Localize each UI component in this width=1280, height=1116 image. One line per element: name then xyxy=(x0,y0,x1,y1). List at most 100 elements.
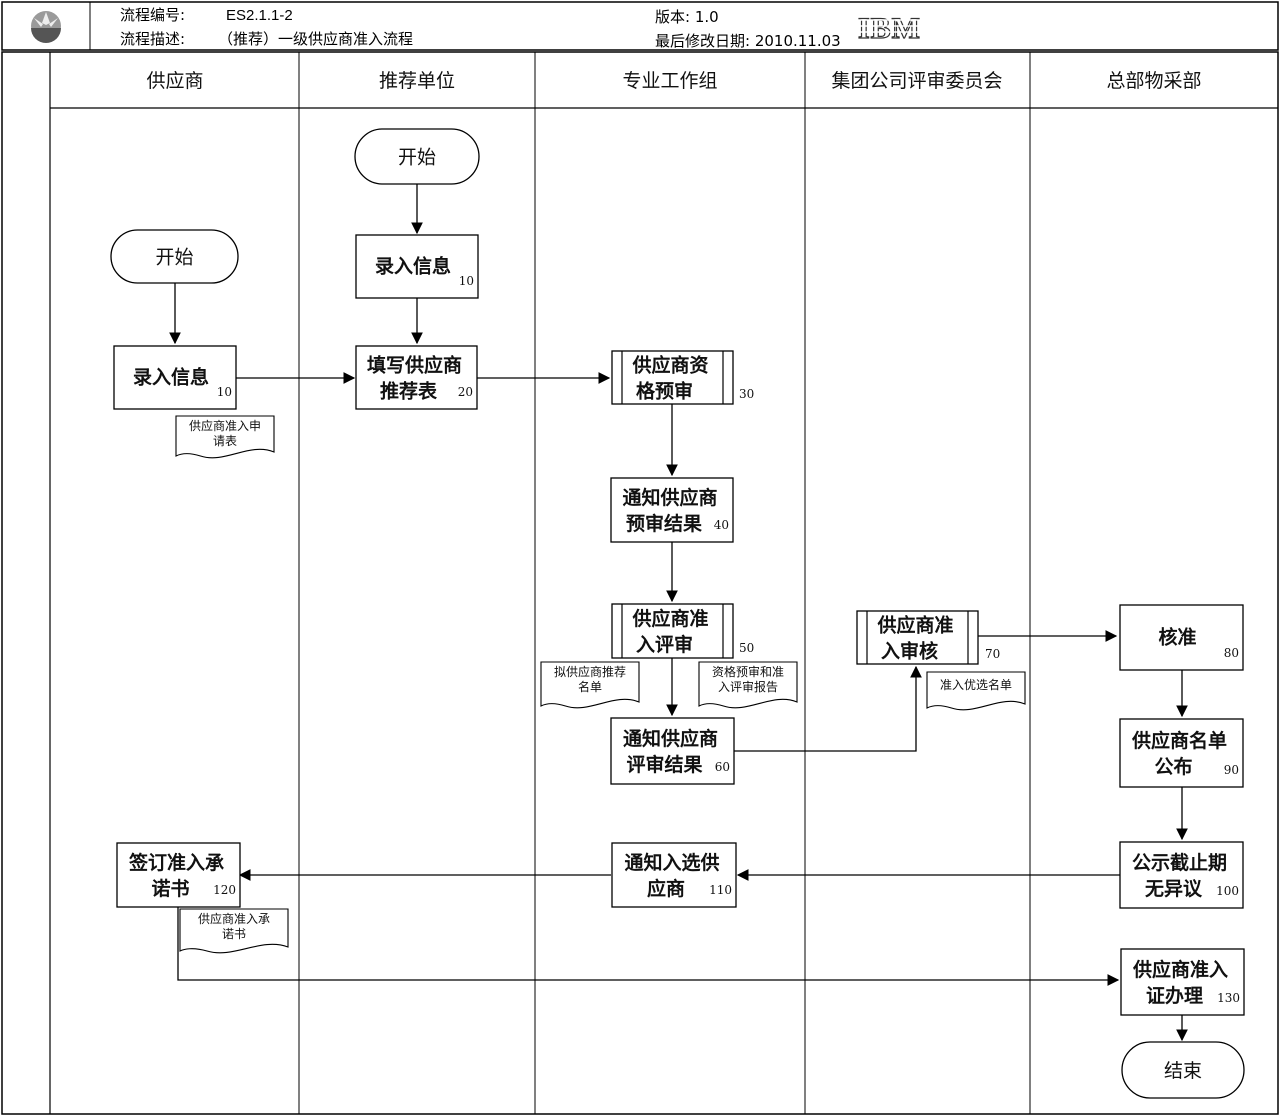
step-label-line1: 录入信息 xyxy=(133,366,209,389)
step-number: 90 xyxy=(1224,763,1239,777)
step-label-line2: 无异议 xyxy=(1145,878,1203,900)
step-number: 10 xyxy=(459,274,474,288)
step-label-line1: 供应商名单 xyxy=(1131,729,1227,752)
brand-logo-text: IBM xyxy=(858,12,921,45)
document-label-line1: 供应商准入申 xyxy=(189,418,261,433)
step-number: 10 xyxy=(217,385,232,399)
step-label-line2: 入审核 xyxy=(881,640,938,663)
terminal-label: 开始 xyxy=(398,147,436,169)
step-label-line1: 公示截止期 xyxy=(1132,851,1227,874)
step-label-line1: 核准 xyxy=(1158,626,1196,649)
document-label-line2: 入评审报告 xyxy=(718,679,778,694)
step-label-line1: 供应商准 xyxy=(631,607,708,630)
step-box xyxy=(116,842,241,908)
step-label-line2: 应商 xyxy=(647,877,685,900)
step-number: 40 xyxy=(714,518,729,532)
step-number: 50 xyxy=(739,641,754,655)
document-label-line1: 准入优选名单 xyxy=(940,677,1012,692)
step-label-line1: 通知供应商 xyxy=(622,486,717,509)
step-box xyxy=(355,234,479,299)
step-number: 110 xyxy=(709,883,732,897)
step-label-line1: 供应商准入 xyxy=(1132,958,1228,981)
step-box xyxy=(611,603,734,659)
step-number: 120 xyxy=(213,883,236,897)
company-logo xyxy=(31,11,61,43)
document-label-line2: 名单 xyxy=(578,679,602,694)
step-label-line1: 签订准入承 xyxy=(128,851,224,874)
step-number: 60 xyxy=(715,760,730,774)
step-label-line2: 格预审 xyxy=(636,380,693,403)
document-d4: 准入优选名单 xyxy=(926,671,1026,711)
step-label-line1: 录入信息 xyxy=(375,255,451,278)
terminal-label: 开始 xyxy=(155,247,193,269)
step-label-line2: 公布 xyxy=(1154,755,1192,778)
step-label-line1: 填写供应商 xyxy=(367,354,462,377)
step-box xyxy=(1119,604,1244,671)
step-number: 100 xyxy=(1216,884,1239,898)
step-number: 20 xyxy=(458,385,473,399)
document-label-line1: 供应商准入承 xyxy=(198,911,270,926)
step-label-line1: 通知入选供 xyxy=(624,851,719,874)
step-number: 130 xyxy=(1217,991,1240,1005)
step-label-line2: 入评审 xyxy=(636,633,693,656)
step-box xyxy=(610,717,735,785)
step-box xyxy=(113,345,237,410)
swimlane-frame xyxy=(1,51,1279,1115)
brand-logo: IBM xyxy=(857,11,921,45)
process-desc-label: 流程描述: xyxy=(120,30,185,48)
step-label-line2: 预审结果 xyxy=(626,512,702,535)
lane-title-3: 集团公司评审委员会 xyxy=(831,70,1002,92)
terminal-t2: 开始 xyxy=(354,128,480,185)
step-box xyxy=(1120,948,1245,1016)
step-box xyxy=(1119,841,1244,909)
terminal-label: 结束 xyxy=(1164,1060,1202,1082)
lane-titles: 供应商 推荐单位 专业工作组 集团公司评审委员会 总部物采部 xyxy=(146,70,1201,92)
process-code-value: ES2.1.1-2 xyxy=(226,7,293,24)
version-label: 版本: 1.0 xyxy=(655,8,719,26)
step-label-line1: 供应商准 xyxy=(876,614,953,637)
lane-title-1: 推荐单位 xyxy=(379,70,455,92)
step-box xyxy=(856,610,979,665)
lane-title-2: 专业工作组 xyxy=(622,70,717,92)
step-label-line2: 评审结果 xyxy=(626,753,702,776)
process-desc-value: （推荐）一级供应商准入流程 xyxy=(218,30,413,48)
lane-title-4: 总部物采部 xyxy=(1106,70,1201,92)
process-code-label: 流程编号: xyxy=(120,6,185,24)
step-box xyxy=(610,477,734,543)
document-label-line2: 诺书 xyxy=(222,927,246,941)
step-number: 30 xyxy=(739,387,754,401)
terminal-t3: 结束 xyxy=(1121,1041,1245,1099)
step-label-line1: 通知供应商 xyxy=(623,727,718,750)
document-label-line1: 拟供应商推荐 xyxy=(554,664,626,679)
lane-title-0: 供应商 xyxy=(146,70,203,92)
step-box xyxy=(611,350,734,405)
process-step-s10b: 录入信息 10 xyxy=(355,234,479,299)
connector-s120-s130 xyxy=(177,907,1120,986)
step-box xyxy=(611,842,737,908)
connector-s60-s70 xyxy=(734,665,922,752)
step-label-line2: 推荐表 xyxy=(380,380,438,403)
connectors xyxy=(169,184,1188,1042)
document-label-line2: 请表 xyxy=(213,434,237,448)
modified-date-label: 最后修改日期: 2010.11.03 xyxy=(655,32,841,50)
step-box xyxy=(355,345,478,410)
